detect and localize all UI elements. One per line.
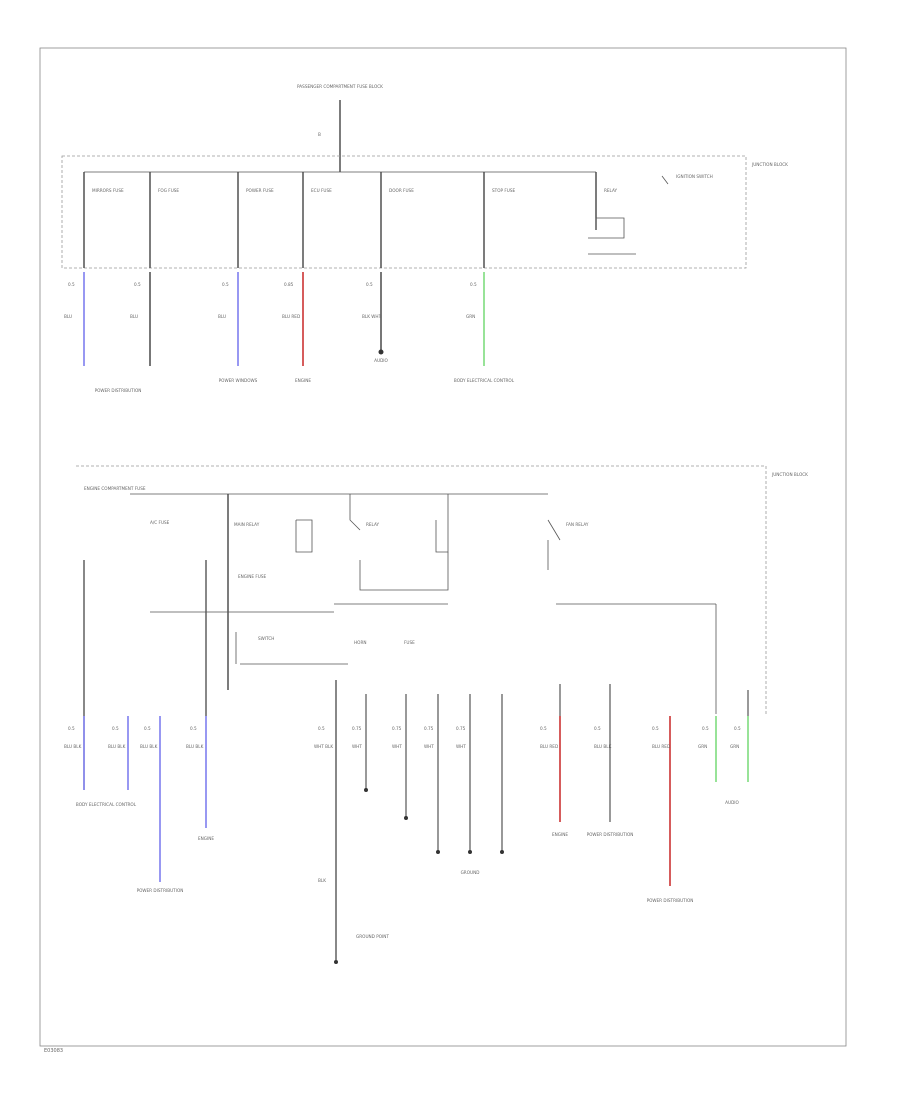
code-6: 0.5	[470, 282, 477, 287]
drop-color-13: GRN	[698, 744, 707, 749]
dest-upper-6: BODY ELECTRICAL CONTROL	[454, 378, 515, 383]
ground-wire-label: BLK	[318, 878, 326, 883]
drop-color-3: BLU BLK	[140, 744, 158, 749]
mid-label-5: FUSE	[404, 640, 415, 645]
drop-code-10: 0.5	[540, 726, 547, 731]
drop-color-5: WHT BLK	[314, 744, 333, 749]
code-5: 0.5	[366, 282, 373, 287]
drop-color-2: BLU BLK	[108, 744, 126, 749]
lower-dest-8: AUDIO	[725, 800, 739, 805]
lower-dest-5: ENGINE	[552, 832, 568, 837]
terminal-dot	[468, 850, 472, 854]
color-3: BLU	[218, 314, 226, 319]
lower-source-label: ENGINE COMPARTMENT FUSE	[84, 486, 146, 491]
terminal-dot	[500, 850, 504, 854]
drop-color-12: BLU RED	[652, 744, 670, 749]
mid-label-3: SWITCH	[258, 636, 274, 641]
dest-upper-5: AUDIO	[374, 358, 388, 363]
ignition-switch-label: IGNITION SWITCH	[676, 174, 713, 179]
switch-icon	[661, 175, 669, 185]
drop-code-7: 0.75	[392, 726, 402, 731]
drop-code-14: 0.5	[734, 726, 741, 731]
color-2: BLU	[130, 314, 138, 319]
drop-color-7: WHT	[392, 744, 402, 749]
code-1: 0.5	[68, 282, 75, 287]
drop-color-8: WHT	[424, 744, 434, 749]
top-wire-label: B	[318, 132, 321, 137]
ground-label: GROUND POINT	[356, 934, 389, 939]
lower-dest-6: POWER DISTRIBUTION	[587, 832, 634, 837]
relay-label: RELAY	[604, 188, 618, 193]
drop-color-6: WHT	[352, 744, 362, 749]
drop-code-4: 0.5	[190, 726, 197, 731]
color-6: GRN	[466, 314, 475, 319]
drop-code-2: 0.5	[112, 726, 119, 731]
lower-dest-1: BODY ELECTRICAL CONTROL	[76, 802, 137, 807]
ground-symbol-icon	[378, 349, 384, 355]
fuse-leg-1: MIRRORS FUSE	[83, 172, 124, 268]
relay-icon: RELAY FAN RELAY	[295, 494, 589, 591]
upper-relay: RELAY IGNITION SWITCH	[588, 172, 713, 255]
drop-code-11: 0.5	[594, 726, 601, 731]
mid-label-4: HORN	[354, 640, 367, 645]
main-relay-label: MAIN RELAY	[234, 522, 260, 527]
lower-dest-4: GROUND	[461, 870, 480, 875]
fuse-3-label: POWER FUSE	[246, 188, 274, 193]
drop-color-11: BLU BLK	[594, 744, 612, 749]
drop-code-1: 0.5	[68, 726, 75, 731]
lower-dest-7: POWER DISTRIBUTION	[647, 898, 694, 903]
dest-upper-4: ENGINE	[295, 378, 311, 383]
fuse-2-label: FOG FUSE	[158, 188, 179, 193]
upper-junction-block	[61, 155, 747, 269]
drop-code-3: 0.5	[144, 726, 151, 731]
fuse-leg-2: FOG FUSE	[149, 172, 179, 268]
lower-panel-label: JUNCTION BLOCK	[771, 472, 808, 477]
fuse-leg-5: DOOR FUSE	[380, 172, 414, 268]
drop-code-13: 0.5	[702, 726, 709, 731]
fuse-4-label: ECU FUSE	[311, 188, 332, 193]
mid-label-2: ENGINE FUSE	[238, 574, 266, 579]
terminal-dot	[436, 850, 440, 854]
fuse-leg-3: POWER FUSE	[237, 172, 274, 268]
diagram-id: E03083	[44, 1048, 63, 1054]
fuse-5-label: DOOR FUSE	[389, 188, 414, 193]
drop-color-14: GRN	[730, 744, 739, 749]
drop-color-9: WHT	[456, 744, 466, 749]
color-5: BLK WHT	[362, 314, 382, 319]
lower-dest-3: POWER DISTRIBUTION	[137, 888, 184, 893]
color-1: BLU	[64, 314, 72, 319]
code-3: 0.5	[222, 282, 229, 287]
page-frame	[39, 47, 847, 1047]
fuse-leg-4: ECU FUSE	[302, 172, 332, 268]
upper-panel-label: JUNCTION BLOCK	[751, 162, 788, 167]
drop-color-10: BLU RED	[540, 744, 558, 749]
ground-symbol-icon	[334, 960, 338, 964]
top-source-label: PASSENGER COMPARTMENT FUSE BLOCK	[297, 84, 383, 89]
drop-code-6: 0.75	[352, 726, 362, 731]
drop-code-8: 0.75	[424, 726, 434, 731]
code-4: 0.85	[284, 282, 294, 287]
relay-1-label: RELAY	[366, 522, 380, 527]
drop-color-1: BLU BLK	[64, 744, 82, 749]
terminal-dot	[364, 788, 368, 792]
mid-label-1: A/C FUSE	[150, 520, 170, 525]
drop-color-4: BLU BLK	[186, 744, 204, 749]
dest-upper-1: POWER DISTRIBUTION	[95, 388, 142, 393]
drop-code-9: 0.75	[456, 726, 466, 731]
fuse-leg-6: STOP FUSE	[483, 172, 515, 268]
drop-code-5: 0.5	[318, 726, 325, 731]
fuse-6-label: STOP FUSE	[492, 188, 515, 193]
drop-code-12: 0.5	[652, 726, 659, 731]
code-2: 0.5	[134, 282, 141, 287]
dest-upper-3: POWER WINDOWS	[219, 378, 258, 383]
fuse-1-label: MIRRORS FUSE	[92, 188, 124, 193]
relay-2-label: FAN RELAY	[566, 522, 589, 527]
color-4: BLU RED	[282, 314, 300, 319]
lower-dest-2: ENGINE	[198, 836, 214, 841]
terminal-dot	[404, 816, 408, 820]
